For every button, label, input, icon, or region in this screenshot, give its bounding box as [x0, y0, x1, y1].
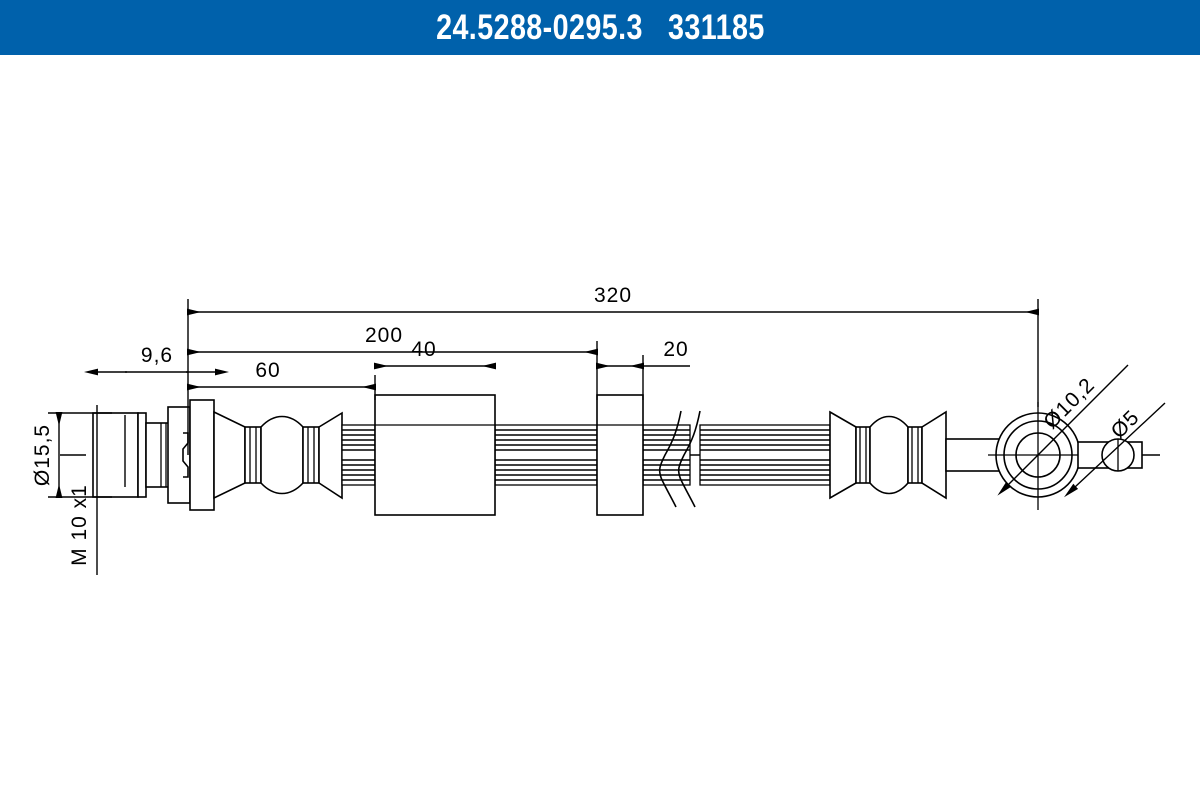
dimension-label-40: 40: [411, 338, 436, 361]
left-hex-collar: [167, 406, 191, 504]
header-bar: 24.5288-0295.3 331185: [0, 0, 1200, 55]
banjo-eye-fitting: [988, 402, 1088, 510]
hose-block-20: [596, 394, 644, 516]
brake-hose-drawing: 320 200 60 40: [31, 284, 1166, 575]
dimension-20: 20: [596, 338, 690, 400]
dimension-label-9-6: 9,6: [141, 344, 173, 367]
dimension-label-diameter-5: Ø5: [1107, 406, 1144, 443]
hose-segment-3: [642, 424, 691, 486]
dimension-label-thread-m10: M 10 x1: [68, 484, 91, 566]
leader-thread-m10: M 10 x1: [68, 405, 98, 575]
dimension-320: 320: [187, 284, 1039, 455]
dimension-60: 60: [187, 359, 376, 400]
left-fitting-assembly: [92, 399, 343, 511]
hose-segment-4: [699, 424, 831, 486]
dimension-9-6: 9,6: [84, 344, 229, 487]
left-flange-plate: [189, 399, 215, 511]
dimension-label-20: 20: [663, 338, 688, 361]
hose-break-symbol: [658, 410, 701, 508]
dimension-diameter-15-5: Ø15,5: [31, 412, 112, 498]
page-title: 24.5288-0295.3 331185: [435, 7, 765, 47]
hose-segment-1: [341, 424, 376, 486]
right-crimp-sleeve: [829, 410, 947, 500]
dimension-label-200: 200: [365, 324, 403, 347]
hose-block-40: [374, 394, 496, 516]
hose-body: [341, 410, 831, 508]
dimension-40: 40: [374, 338, 496, 370]
hose-segment-2: [494, 424, 598, 486]
dimension-label-60: 60: [255, 359, 280, 382]
dimension-label-320: 320: [594, 284, 632, 307]
left-crimp-sleeve: [213, 410, 343, 500]
dimension-label-diameter-15-5: Ø15,5: [31, 424, 54, 486]
technical-drawing-canvas: 320 200 60 40: [0, 55, 1200, 800]
dimension-200: 200: [187, 324, 598, 400]
